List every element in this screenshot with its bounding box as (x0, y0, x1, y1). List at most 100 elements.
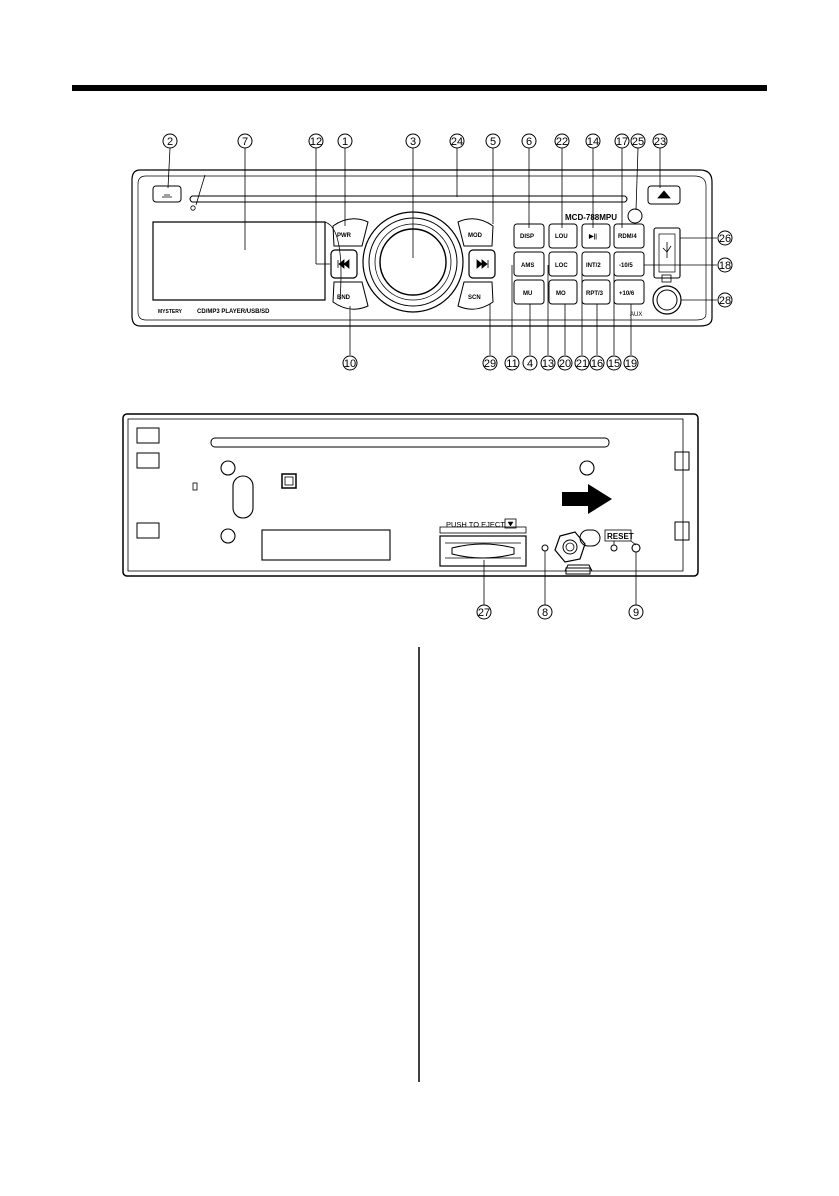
callout-23: 23 (652, 133, 668, 149)
callout-5: 5 (485, 133, 501, 149)
svg-text:28: 28 (719, 295, 731, 307)
callout-1: 1 (337, 133, 353, 149)
reset-button[interactable] (631, 543, 641, 553)
bnd-button[interactable] (332, 281, 369, 310)
callout-26: 26 (717, 230, 733, 246)
ams-label: AMS (521, 263, 534, 269)
usb-icon (662, 242, 672, 258)
reset-label-box (604, 529, 632, 542)
release-icon (162, 194, 172, 198)
svg-text:13: 13 (542, 358, 554, 370)
prev-track-icon (337, 259, 350, 269)
rdm-button[interactable] (613, 223, 645, 249)
feature-text: CD/MP3 PLAYER/USB/SD (197, 309, 270, 315)
svg-text:7: 7 (242, 136, 248, 148)
lou-label: LOU (555, 234, 568, 240)
aux-label: AUX (630, 312, 642, 318)
svg-text:17: 17 (616, 136, 628, 148)
callout-12: 12 (308, 133, 324, 149)
rear-indicator-hole (541, 544, 549, 552)
release-button[interactable] (152, 185, 182, 203)
small-slot (192, 482, 198, 491)
minus10-button[interactable] (613, 251, 645, 277)
left-tab-3 (136, 522, 160, 539)
prev-track-button[interactable] (330, 249, 358, 279)
reset-indicator (610, 544, 618, 552)
rear-window (261, 529, 391, 561)
rear-panel-body (122, 413, 699, 577)
svg-text:4: 4 (527, 358, 533, 370)
rear-leaders (483, 551, 637, 605)
callout-2: 2 (162, 133, 178, 149)
next-track-button[interactable] (468, 249, 496, 279)
front-panel-body (131, 169, 713, 327)
svg-text:27: 27 (478, 607, 490, 619)
svg-text:23: 23 (654, 136, 666, 148)
push-eject-icon (504, 518, 517, 529)
mount-hole-3 (220, 528, 236, 544)
pwr-button[interactable] (332, 218, 369, 247)
rear-cd-slot (210, 437, 610, 448)
rdm-label: RDM/4 (618, 234, 637, 240)
svg-text:16: 16 (591, 358, 603, 370)
header-rule (72, 85, 767, 91)
hex-connector (554, 531, 586, 563)
svg-text:18: 18 (719, 260, 731, 272)
reset-label: RESET (607, 532, 634, 541)
brand-text: MYSTERY (158, 309, 183, 315)
callout-6: 6 (521, 133, 537, 149)
callout-4: 4 (522, 355, 538, 371)
lcd-display[interactable] (152, 221, 326, 301)
play-pause-label: ▶|| (588, 233, 597, 240)
callout-22: 22 (554, 133, 570, 149)
loc-button[interactable] (548, 251, 578, 277)
mod-label: MOD (468, 233, 483, 239)
svg-text:21: 21 (576, 358, 588, 370)
left-tab-1 (136, 427, 160, 444)
svg-text:25: 25 (632, 136, 644, 148)
pwr-label: PWR (337, 233, 352, 239)
ir-sensor (627, 208, 643, 224)
scn-button[interactable] (457, 281, 494, 310)
mu-button[interactable] (513, 279, 545, 305)
svg-text:19: 19 (625, 358, 637, 370)
callout-11: 11 (504, 355, 520, 371)
front-panel: MYSTERY CD/MP3 PLAYER/USB/SD PWR BND MOD… (131, 169, 713, 327)
svg-text:26: 26 (719, 233, 731, 245)
callout-15: 15 (606, 355, 622, 371)
callout-10: 10 (342, 355, 358, 371)
svg-text:11: 11 (506, 358, 517, 370)
svg-text:10: 10 (344, 358, 356, 370)
callout-27: 27 (476, 604, 492, 620)
callout-8: 8 (537, 604, 553, 620)
next-track-icon (476, 259, 489, 269)
sd-card-slot[interactable] (439, 535, 527, 567)
callout-20: 20 (557, 355, 573, 371)
rear-round-button (579, 529, 601, 547)
plus10-label: +10/6 (619, 291, 635, 297)
scn-label: SCN (468, 295, 481, 301)
front-panel-inner-edge (137, 175, 707, 321)
mod-button[interactable] (457, 218, 494, 247)
usb-port[interactable] (653, 227, 681, 279)
int-label: INT/2 (586, 263, 601, 269)
front-callouts: 2 7 12 1 3 24 5 6 22 14 17 25 23 26 18 2… (162, 133, 733, 371)
int-button[interactable] (581, 251, 611, 277)
mo-button[interactable] (548, 279, 578, 305)
callout-28: 28 (717, 292, 733, 308)
callout-13: 13 (540, 355, 556, 371)
rear-callouts: 27 8 9 (476, 604, 644, 620)
ams-button[interactable] (513, 251, 545, 277)
callout-19: 19 (623, 355, 639, 371)
direction-arrow-icon (562, 484, 612, 514)
right-tab-1 (674, 451, 690, 471)
rpt-label: RPT/3 (586, 291, 604, 297)
lou-button[interactable] (548, 223, 578, 249)
svg-text:2: 2 (167, 136, 173, 148)
eject-button[interactable] (647, 185, 681, 205)
play-pause-button[interactable] (581, 223, 611, 249)
aux-jack[interactable] (656, 289, 678, 311)
callout-14: 14 (585, 133, 601, 149)
